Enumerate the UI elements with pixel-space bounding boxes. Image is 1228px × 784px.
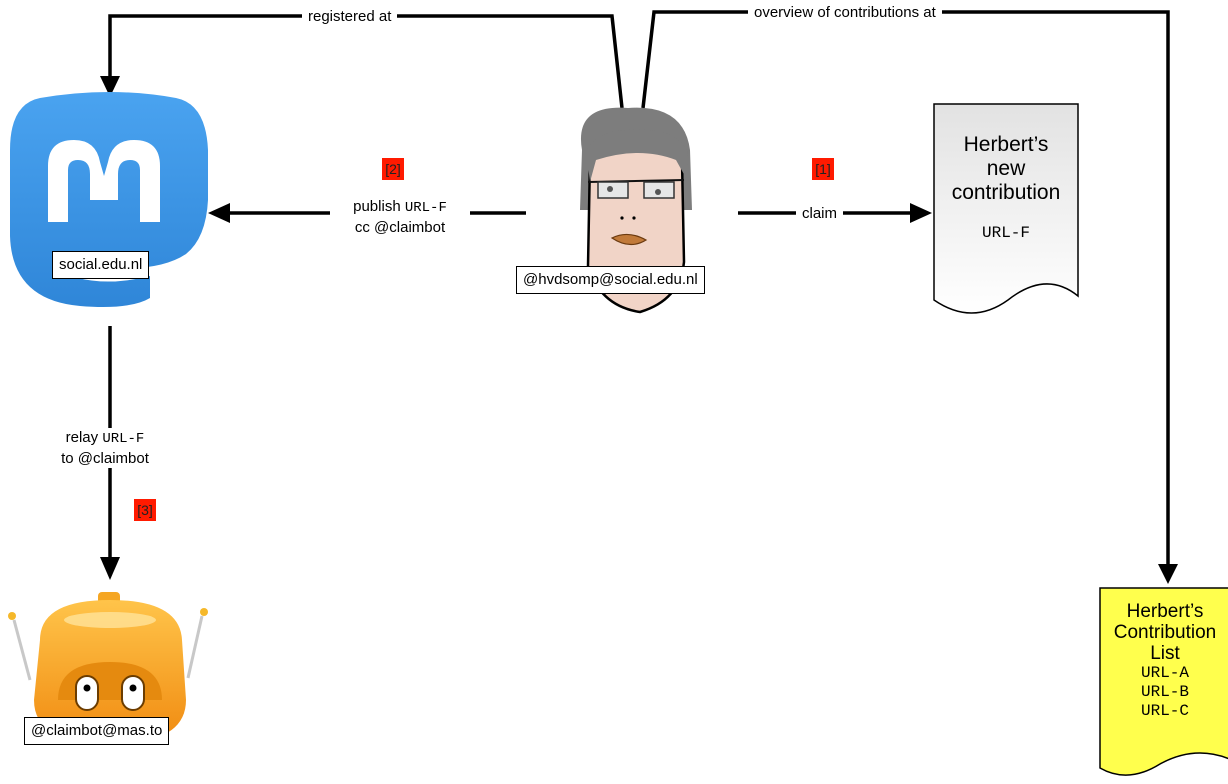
publish-word: publish — [353, 198, 401, 215]
step-1-badge: [1] — [812, 158, 834, 180]
claim-label: claim — [796, 204, 844, 223]
relay-to: to @claimbot — [61, 450, 149, 467]
claim-arrowhead — [910, 203, 932, 223]
overview-arrowhead — [1158, 564, 1178, 584]
contribution-document-text: Herbert’s new contribution URL-F — [934, 133, 1078, 243]
registered-at-label: registered at — [302, 7, 398, 26]
contribution-doc-line1: Herbert’s — [963, 133, 1049, 156]
publish-label: publish URL-F cc @claimbot — [330, 197, 470, 237]
claimbot-robot-icon — [8, 592, 208, 744]
contribution-doc-line3: contribution — [951, 181, 1061, 204]
contribution-list-line1: Herbert’s — [1126, 601, 1204, 622]
publish-cc: cc @claimbot — [354, 219, 446, 236]
registered-at-arrow — [108, 14, 624, 109]
relay-arrowhead — [100, 557, 120, 580]
step-3-badge: [3] — [134, 499, 156, 521]
step-2-badge: [2] — [382, 158, 404, 180]
registered-at-arrowhead — [100, 76, 120, 97]
relay-word: relay — [65, 429, 99, 446]
contribution-list-icon — [1099, 587, 1228, 776]
contribution-doc-line2: new — [986, 157, 1026, 180]
overview-arrow — [641, 10, 1170, 566]
contribution-list-line3: List — [1150, 643, 1180, 664]
relay-label: relay URL-F to @claimbot — [50, 428, 160, 468]
contribution-list-line2: Contribution — [1113, 622, 1217, 643]
contribution-list-url-b: URL-B — [1140, 683, 1189, 701]
overview-of-contributions-label: overview of contributions at — [748, 3, 942, 22]
publish-url: URL-F — [404, 200, 447, 216]
contribution-list-text: Herbert’s Contribution List URL-A URL-B … — [1096, 601, 1228, 721]
mastodon-server-label: social.edu.nl — [52, 251, 150, 279]
contribution-list-url-c: URL-C — [1140, 702, 1189, 720]
claimbot-handle-label: @claimbot@mas.to — [24, 717, 170, 745]
contribution-list-url-a: URL-A — [1140, 664, 1189, 682]
user-handle-label: @hvdsomp@social.edu.nl — [516, 266, 705, 294]
publish-arrowhead — [208, 203, 230, 223]
relay-url: URL-F — [102, 431, 145, 447]
contribution-doc-url: URL-F — [981, 224, 1030, 242]
contribution-document-icon — [933, 103, 1079, 314]
